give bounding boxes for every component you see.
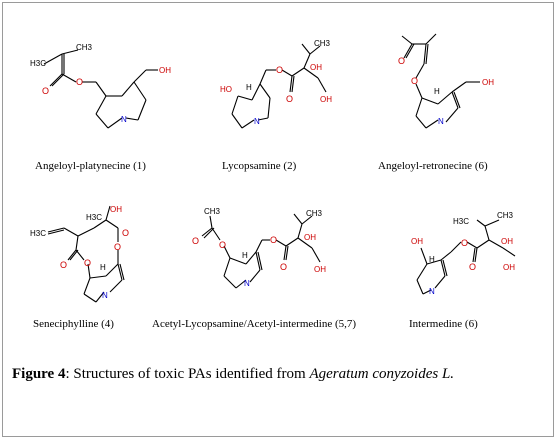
- atom-o-ring1: O: [84, 258, 91, 268]
- atom-n: N: [102, 291, 108, 300]
- atom-oh: OH: [482, 78, 494, 87]
- atom-h: H: [434, 87, 440, 96]
- atom-o-carbonyl: O: [286, 94, 293, 104]
- atom-h3c: H3C: [30, 59, 46, 68]
- atom-o2: O: [219, 240, 226, 250]
- label-intermedine: Intermedine (6): [409, 318, 478, 331]
- atom-o2: O: [469, 262, 476, 272]
- compound-number: (6): [464, 318, 478, 330]
- compound-number: (2): [283, 160, 297, 172]
- figure-caption: Figure 4: Structures of toxic PAs identi…: [12, 364, 542, 384]
- atom-ch3: CH3: [204, 207, 221, 216]
- atom-h3c: H3C: [453, 217, 469, 226]
- atom-o-left: O: [60, 260, 67, 270]
- atom-n: N: [429, 287, 435, 296]
- atom-oh: OH: [159, 66, 171, 75]
- compound-name: Intermedine: [409, 318, 463, 330]
- atom-h: H: [246, 83, 252, 92]
- figure-frame: [2, 2, 554, 437]
- atom-o1: O: [192, 236, 199, 246]
- atom-n: N: [438, 117, 444, 126]
- compound-number: (4): [101, 318, 114, 330]
- atom-o-ring2: O: [114, 242, 121, 252]
- atom-o-right: O: [122, 228, 129, 238]
- label-acetyl-lycopsamine: Acetyl-Lycopsamine/Acetyl-intermedine (5…: [152, 318, 356, 331]
- atom-oh-2: OH: [503, 263, 515, 272]
- compound-number: (6): [474, 160, 488, 172]
- atom-ch3: CH3: [497, 211, 514, 220]
- atom-o-carbonyl: O: [42, 86, 49, 96]
- label-lycopsamine: Lycopsamine (2): [222, 160, 296, 173]
- atom-oh-1: OH: [310, 63, 322, 72]
- structure-intermedine: H3C CH3 OH OH O O H N OH: [405, 204, 545, 304]
- compound-name: Angeloyl-platynecine: [35, 160, 131, 172]
- compound-number: (1): [133, 160, 146, 172]
- compound-number: (5,7): [334, 318, 357, 330]
- atom-n: N: [121, 115, 127, 124]
- compound-name: Angeloyl-retronecine: [378, 160, 473, 172]
- atom-oh: OH: [110, 205, 122, 214]
- atom-o3: O: [270, 235, 277, 245]
- atom-oh: OH: [501, 237, 513, 246]
- atom-ho: HO: [220, 85, 232, 94]
- atom-ch3b: CH3: [306, 209, 323, 218]
- atom-ch3: CH3: [76, 43, 93, 52]
- atom-h: H: [429, 255, 435, 264]
- atom-h: H: [242, 251, 248, 260]
- atom-oh-1: OH: [304, 233, 316, 242]
- atom-oh-2: OH: [314, 265, 326, 274]
- label-angeloyl-retronecine: Angeloyl-retronecine (6): [378, 160, 488, 173]
- atom-o1: O: [461, 238, 468, 248]
- atom-o-carbonyl: O: [398, 56, 405, 66]
- atom-o-ester: O: [76, 77, 83, 87]
- atom-o-ester: O: [276, 65, 283, 75]
- species-name: Ageratum conyzoides L.: [309, 366, 455, 382]
- atom-ho: OH: [411, 237, 423, 246]
- structure-seneciphylline: H3C H3C OH O O O O H N: [24, 202, 164, 307]
- atom-h: H: [100, 263, 106, 272]
- atom-h3c-left: H3C: [30, 229, 46, 238]
- compound-name: Seneciphylline: [33, 318, 99, 330]
- caption-text: : Structures of toxic PAs identified fro…: [65, 366, 310, 382]
- atom-oh-2: OH: [320, 95, 332, 104]
- atom-o4: O: [280, 262, 287, 272]
- label-angeloyl-platynecine: Angeloyl-platynecine (1): [35, 160, 146, 173]
- structure-acetyl-lycopsamine: CH3 O O H N O O CH3 OH OH: [190, 206, 340, 306]
- atom-n: N: [254, 117, 260, 126]
- label-seneciphylline: Seneciphylline (4): [33, 318, 114, 331]
- figure-label: Figure 4: [12, 366, 66, 382]
- compound-name: Lycopsamine: [222, 160, 281, 172]
- atom-ch3: CH3: [314, 39, 331, 48]
- atom-n: N: [244, 279, 250, 288]
- atom-h3c-top: H3C: [86, 213, 102, 222]
- structure-angeloyl-retronecine: O O H N OH: [372, 22, 522, 152]
- atom-o-ester: O: [411, 76, 418, 86]
- structure-lycopsamine: HO H N O O CH3 OH OH: [210, 39, 340, 150]
- compound-name: Acetyl-Lycopsamine/Acetyl-intermedine: [152, 318, 333, 330]
- structure-angeloyl-platynecine: H3C CH3 O O N OH: [22, 40, 182, 150]
